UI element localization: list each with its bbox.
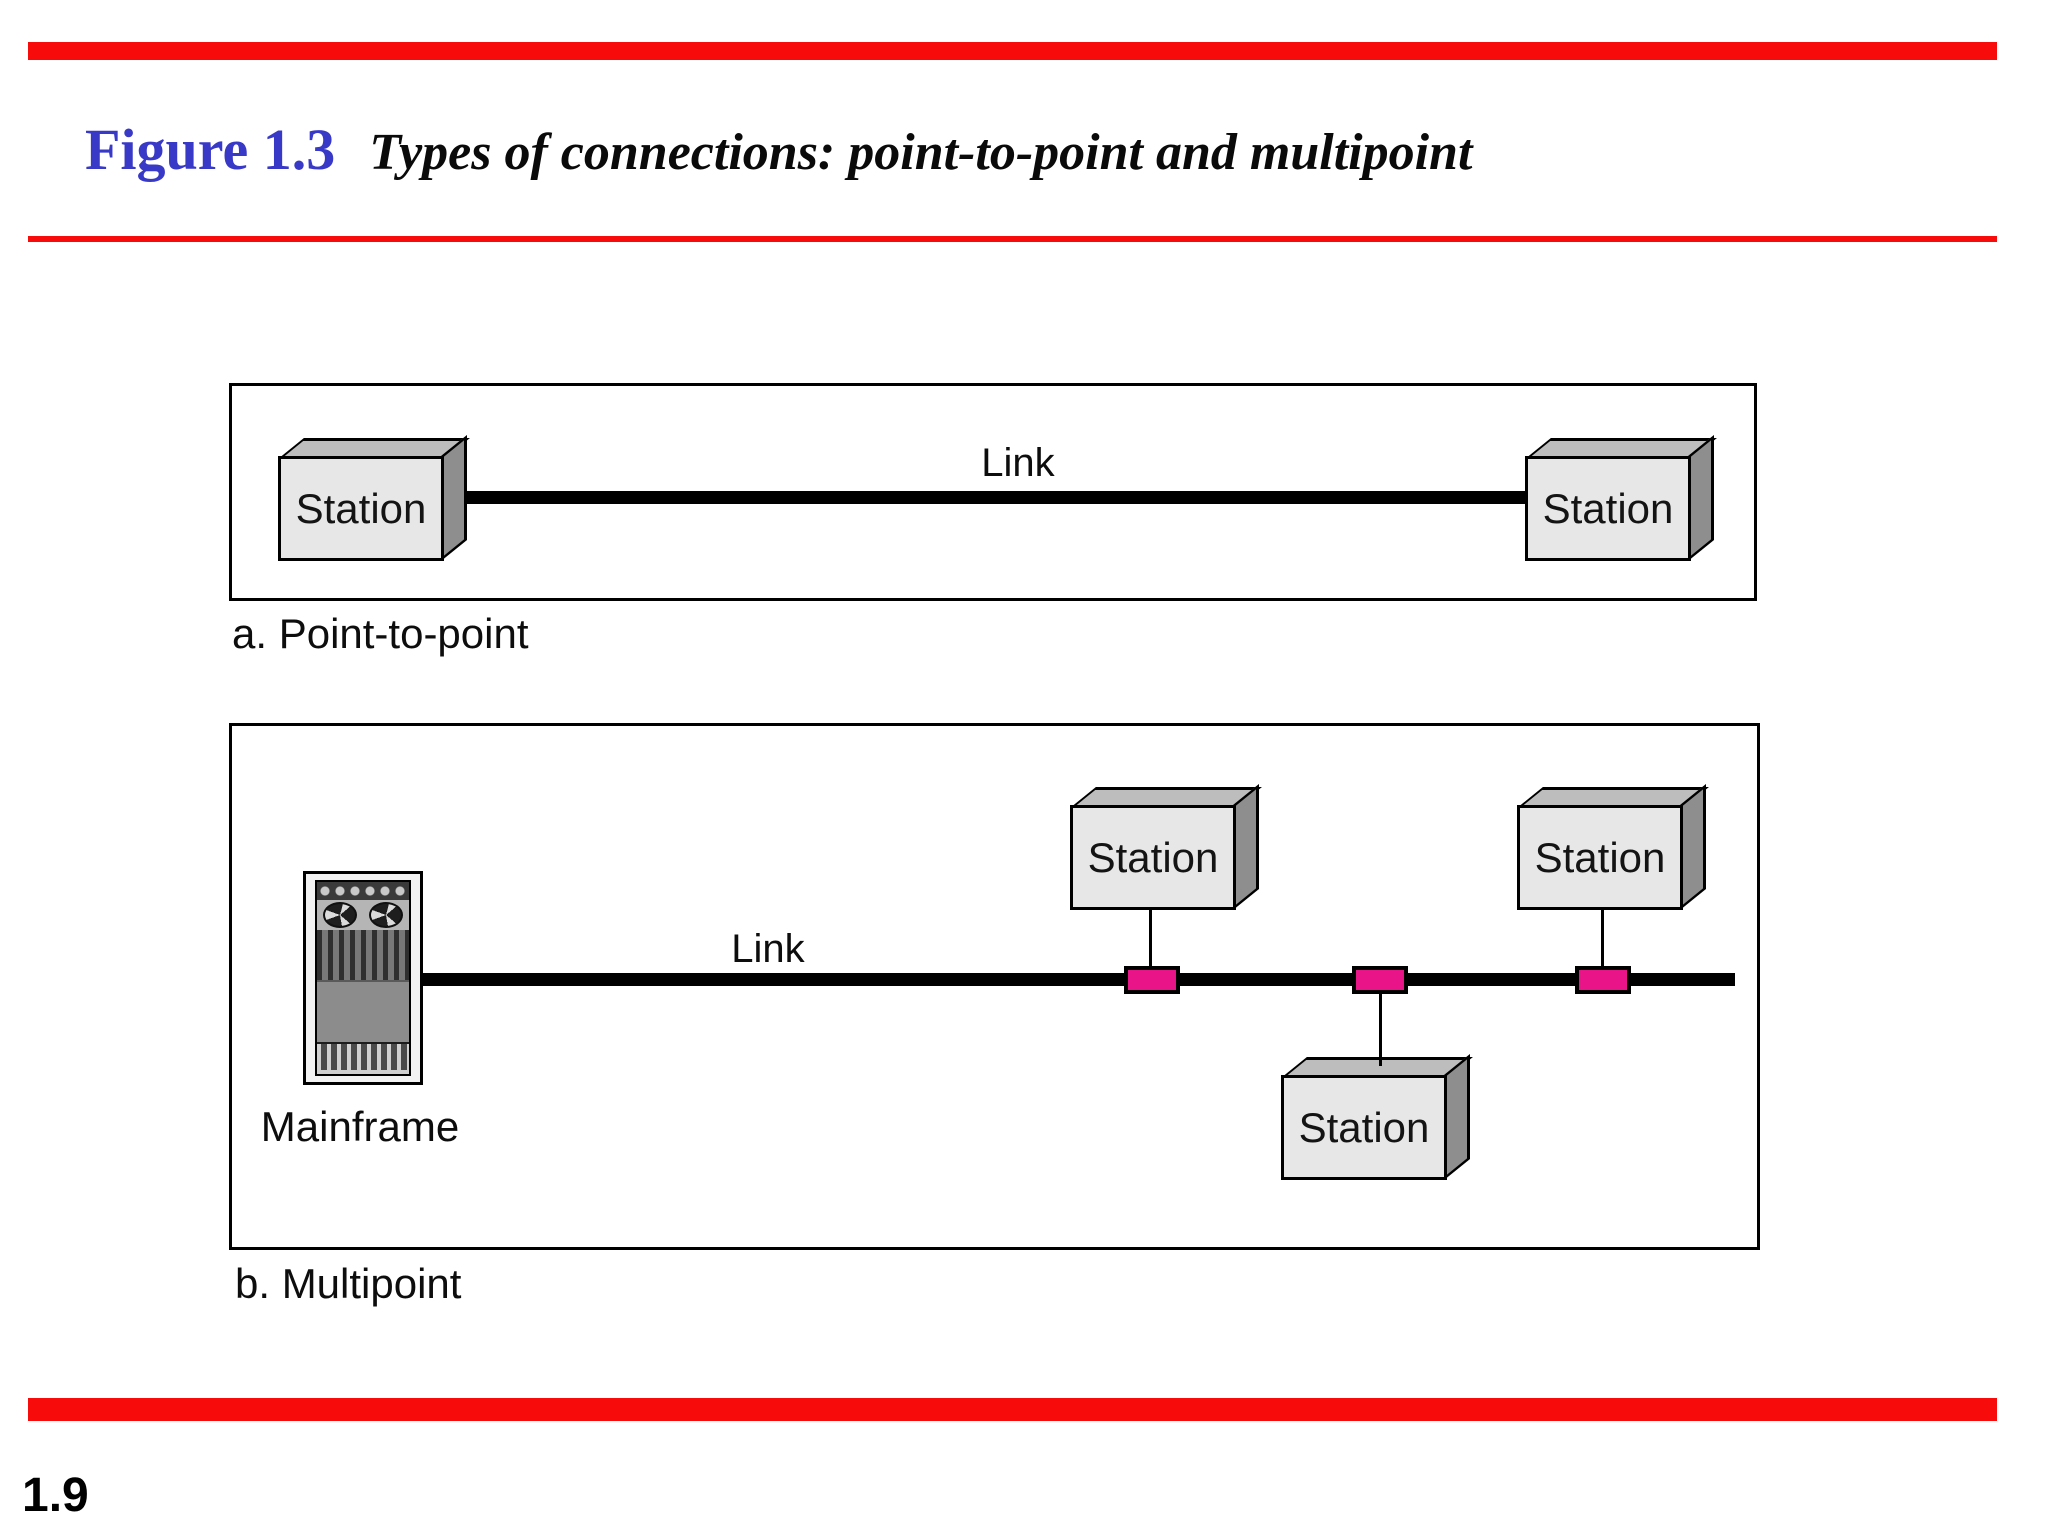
station-front-face: Station bbox=[1525, 456, 1691, 561]
station-side-face bbox=[441, 434, 467, 561]
station-box-a-left: Station bbox=[278, 434, 470, 582]
station-side-face bbox=[1688, 434, 1714, 561]
mainframe-bottom-vents bbox=[317, 1042, 409, 1070]
panel-multipoint: Link bbox=[229, 723, 1760, 1250]
station-front-face: Station bbox=[1281, 1075, 1447, 1180]
station-box-b-bottom: Station bbox=[1281, 1053, 1473, 1201]
caption-multipoint: b. Multipoint bbox=[235, 1260, 462, 1307]
station-side-face bbox=[1444, 1053, 1470, 1180]
tape-reel-icon bbox=[369, 902, 403, 928]
tap-connector-3 bbox=[1575, 966, 1631, 994]
mainframe-base bbox=[317, 1070, 409, 1074]
link-label-b: Link bbox=[731, 927, 805, 971]
tap-connector-2 bbox=[1352, 966, 1408, 994]
mainframe-panel bbox=[315, 880, 411, 1076]
mainframe-vertical-vents bbox=[317, 930, 409, 980]
station-side-face bbox=[1680, 783, 1706, 910]
station-front-face: Station bbox=[1070, 805, 1236, 910]
top-red-bar bbox=[28, 42, 1997, 60]
figure-number: Figure 1.3 bbox=[85, 117, 336, 182]
link-line-a bbox=[453, 491, 1527, 504]
station-front-face: Station bbox=[1517, 805, 1683, 910]
mainframe-indicator-dots bbox=[317, 882, 409, 900]
mainframe-body-panel bbox=[317, 980, 409, 1042]
station-label: Station bbox=[1298, 1103, 1430, 1151]
station-box-b-top-right: Station bbox=[1517, 783, 1709, 931]
figure-title-row: Figure 1.3 Types of connections: point-t… bbox=[85, 118, 1472, 182]
panel-point-to-point: Link Station Station bbox=[229, 383, 1757, 601]
caption-point-to-point: a. Point-to-point bbox=[232, 610, 529, 657]
figure-caption: Types of connections: point-to-point and… bbox=[369, 124, 1473, 181]
link-line-b bbox=[421, 973, 1735, 986]
station-box-a-right: Station bbox=[1525, 434, 1717, 582]
station-label: Station bbox=[1542, 484, 1674, 532]
title-underline-rule bbox=[28, 236, 1997, 242]
tap-connector-1 bbox=[1124, 966, 1180, 994]
station-label: Station bbox=[1534, 833, 1666, 881]
mainframe-tape-reels bbox=[317, 900, 409, 930]
drop-line-station-2 bbox=[1379, 994, 1382, 1066]
tape-reel-icon bbox=[323, 902, 357, 928]
station-front-face: Station bbox=[278, 456, 444, 561]
drop-line-station-3 bbox=[1601, 910, 1604, 968]
link-label-a: Link bbox=[981, 441, 1055, 485]
page-number: 1.9 bbox=[22, 1469, 89, 1522]
station-side-face bbox=[1233, 783, 1259, 910]
mainframe-label: Mainframe bbox=[260, 1103, 460, 1150]
mainframe-tower bbox=[303, 871, 423, 1085]
drop-line-station-1 bbox=[1149, 910, 1152, 968]
station-label: Station bbox=[1087, 833, 1219, 881]
station-box-b-top-left: Station bbox=[1070, 783, 1262, 931]
station-label: Station bbox=[295, 484, 427, 532]
bottom-red-bar bbox=[28, 1398, 1997, 1421]
